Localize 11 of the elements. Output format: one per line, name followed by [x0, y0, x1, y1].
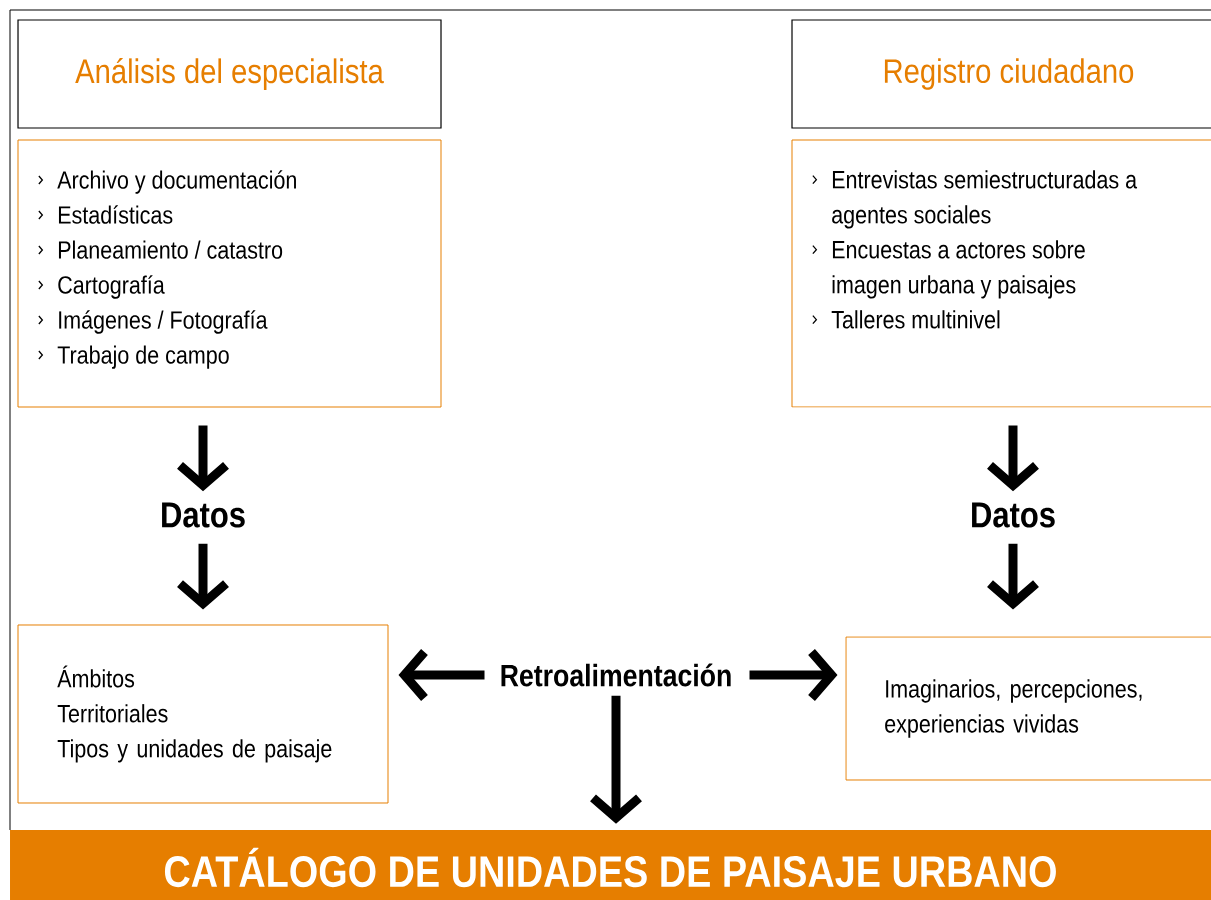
title-band: CATÁLOGO DE UNIDADES DE PAISAJE URBANO: [10, 830, 1211, 900]
bold-label: Datos: [162, 502, 245, 528]
heading-box: Análisis del especialista: [17, 19, 442, 129]
list-box: Entrevistas semiestructuradas a agentes sociales Encuestas a actores sobre imagen urbana y paisajes Talleres multinivel: [791, 139, 1211, 408]
heading-box: Registro ciudadano: [791, 19, 1211, 129]
bold-label: Retroalimentación: [501, 663, 731, 687]
result-box: Ámbitos Territoriales Tipos y unidades de paisaje: [17, 624, 389, 804]
list-box: Archivo y documentación Estadísticas Planeamiento / catastro Cartografía Imágenes / Fotografía Trabajo de campo: [17, 139, 442, 408]
bold-label: Datos: [972, 502, 1055, 528]
result-box: Imaginarios, percepciones, experiencias vividas: [845, 636, 1211, 781]
arrow: [590, 695, 642, 824]
